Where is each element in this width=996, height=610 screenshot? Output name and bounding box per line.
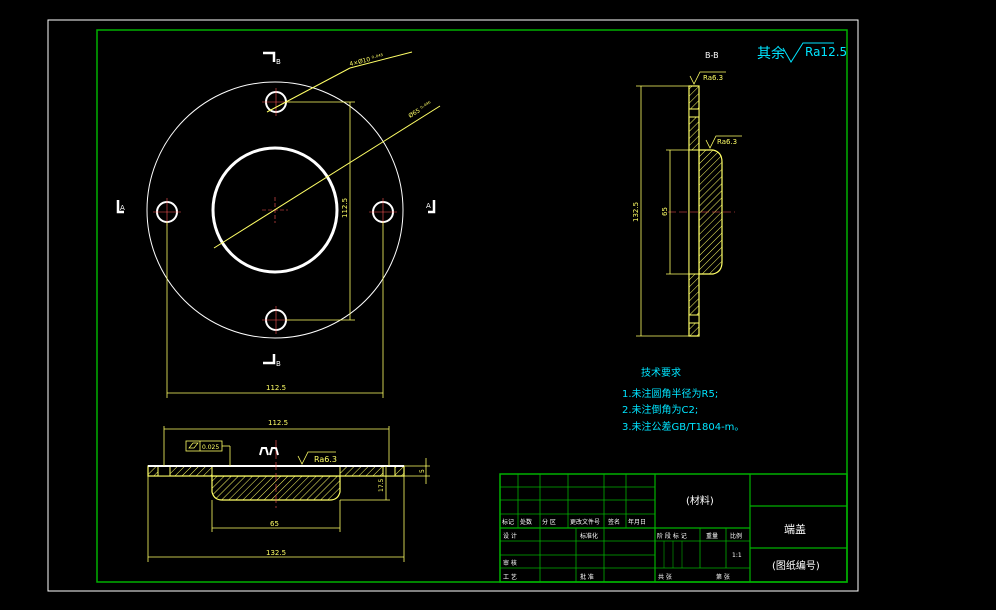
title-block (499, 473, 848, 583)
label-process: 工 艺 (503, 573, 517, 581)
header-mark: 标记 (502, 518, 514, 526)
label-scale: 比例 (730, 532, 742, 540)
front-view: 4×Ø10 ⁰·⁰⁴³ Ø65 ⁰·⁰⁴⁶ 112.5 112.5 B B A … (116, 51, 441, 398)
inner-frame (96, 29, 848, 583)
technical-requirements: 技术要求 1.未注圆角半径为R5; 2.未注倒角为C2; 3.未注公差GB/T1… (622, 366, 744, 433)
front-dim-horizontal: 112.5 (266, 384, 286, 392)
label-design: 设 计 (503, 532, 517, 540)
label-weight: 重量 (706, 532, 718, 540)
section-ra-top: Ra6.3 (703, 74, 723, 82)
bolt-hole-right (369, 198, 397, 226)
label-standard: 标准化 (580, 532, 598, 540)
tech-req-item-2: 2.未注倒角为C2; (622, 403, 698, 416)
roughness-note-value: Ra12.5 (805, 45, 847, 59)
section-title: B-B (705, 51, 719, 60)
label-approve: 批 准 (580, 573, 594, 581)
roughness-note-label: 其余 (757, 45, 785, 62)
bolt-hole-left (153, 198, 181, 226)
bottom-ra: Ra6.3 (314, 455, 337, 464)
hole-callout-1: 4×Ø10 ⁰·⁰⁴³ (349, 53, 385, 68)
drawing-number: (图纸编号) (772, 559, 820, 572)
label-stage: 阶 段 标 记 (657, 532, 687, 540)
bolt-hole-bottom (262, 306, 290, 334)
section-ra-boss: Ra6.3 (717, 138, 737, 146)
section-dim-overall: 132.5 (632, 202, 640, 222)
tech-req-item-3: 3.未注公差GB/T1804-m。 (622, 420, 744, 433)
section-mark-a-right: A (426, 202, 431, 210)
header-zone: 分 区 (542, 518, 556, 526)
header-change-doc: 更改文件号 (570, 518, 600, 526)
bottom-dim-overall: 132.5 (266, 549, 286, 557)
label-review: 审 核 (503, 559, 517, 567)
header-count: 处数 (520, 518, 532, 526)
label-total-sheets: 共 张 (658, 573, 672, 581)
outer-frame (47, 19, 859, 592)
title-block-text: (材料) 端盖 (图纸编号) 标记 处数 分 区 更改文件号 签名 年月日 设 … (502, 494, 820, 581)
hole-callout-2: Ø65 ⁰·⁰⁴⁶ (407, 100, 433, 120)
header-signature: 签名 (608, 518, 620, 526)
section-mark-a-left: A (120, 204, 125, 212)
header-date: 年月日 (628, 518, 646, 526)
bore-circle (211, 146, 339, 274)
part-name: 端盖 (784, 522, 806, 536)
scale-value: 1:1 (732, 552, 742, 559)
bottom-tolerance-value: 0.025 (202, 444, 219, 451)
tech-req-item-1: 1.未注圆角半径为R5; (622, 387, 718, 400)
material-label: (材料) (686, 494, 714, 507)
label-sheet-no: 第 张 (716, 573, 730, 581)
bottom-view: 112.5 0.025 Ra6.3 5 17.5 65 132.5 (147, 419, 430, 562)
tech-req-title: 技术要求 (641, 366, 681, 379)
section-mark-b-top: B (276, 58, 281, 66)
bottom-dim-top: 112.5 (268, 419, 288, 427)
section-view-bb: B-B Ra6.3 Ra6.3 132.5 65 (632, 51, 742, 337)
roughness-general-note: 其余 Ra12.5 (757, 42, 847, 63)
bottom-dim-height: 17.5 (378, 478, 385, 492)
flange-outline (146, 81, 404, 339)
front-dim-vertical: 112.5 (341, 198, 349, 218)
section-dim-boss: 65 (661, 207, 669, 216)
bottom-dim-boss: 65 (270, 520, 279, 528)
bottom-dim-thickness: 5 (419, 469, 426, 473)
section-mark-b-bottom: B (276, 360, 281, 368)
